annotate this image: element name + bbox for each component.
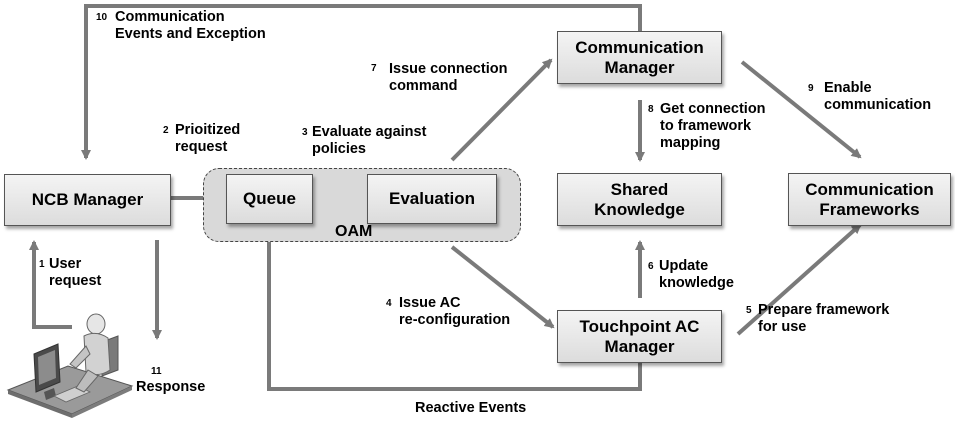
step-5-number: 5 (746, 305, 752, 316)
step-1-number: 1 (39, 259, 45, 270)
touchpoint-ac-manager-box: Touchpoint AC Manager (557, 310, 722, 363)
step-9-label: Enable communication (824, 80, 932, 113)
communication-frameworks-box: Communication Frameworks (788, 173, 951, 226)
arrow-reactive-events (264, 217, 642, 391)
step-7-label: Issue connection command (389, 61, 508, 94)
step-4-label: Issue AC re-configuration (399, 295, 511, 328)
arrow-1-user-request (29, 240, 72, 329)
reactive-events-label: Reactive Events (415, 400, 527, 416)
arrow-4-issue-ac (450, 245, 555, 329)
step-6-number: 6 (648, 261, 654, 272)
person-at-computer-icon (6, 313, 134, 418)
oam-label: OAM (335, 223, 373, 240)
shared-knowledge-box: Shared Knowledge (557, 173, 722, 226)
communication-manager-box: Communication Manager (557, 31, 722, 84)
arrow-7-issue-connection (450, 58, 553, 162)
step-10-label: Communication Events and Exception (115, 9, 266, 42)
step-8-number: 8 (648, 104, 654, 115)
queue-box: Queue (226, 174, 313, 224)
ncb-manager-box: NCB Manager (4, 174, 171, 226)
evaluation-box: Evaluation (367, 174, 497, 224)
step-3-number: 3 (302, 127, 308, 138)
step-8-label: Get connection to framework mapping (660, 101, 766, 151)
step-7-number: 7 (371, 63, 377, 74)
arrow-10-communication-events (81, 4, 642, 160)
step-1-label: User request (49, 256, 102, 289)
step-3-label: Evaluate against policies (312, 124, 427, 157)
step-9-number: 9 (808, 83, 814, 94)
arrow-5-prepare-framework (736, 223, 862, 336)
step-4-number: 4 (386, 298, 392, 309)
step-10-number: 10 (96, 12, 108, 23)
step-5-label: Prepare framework for use (758, 302, 890, 335)
step-11-label: Response (136, 379, 206, 395)
step-2-label: Prioitized request (175, 122, 241, 155)
step-6-label: Update knowledge (659, 258, 734, 291)
step-2-number: 2 (163, 125, 169, 136)
arrow-9-enable-communication (740, 60, 862, 159)
step-11-number: 11 (151, 366, 162, 377)
